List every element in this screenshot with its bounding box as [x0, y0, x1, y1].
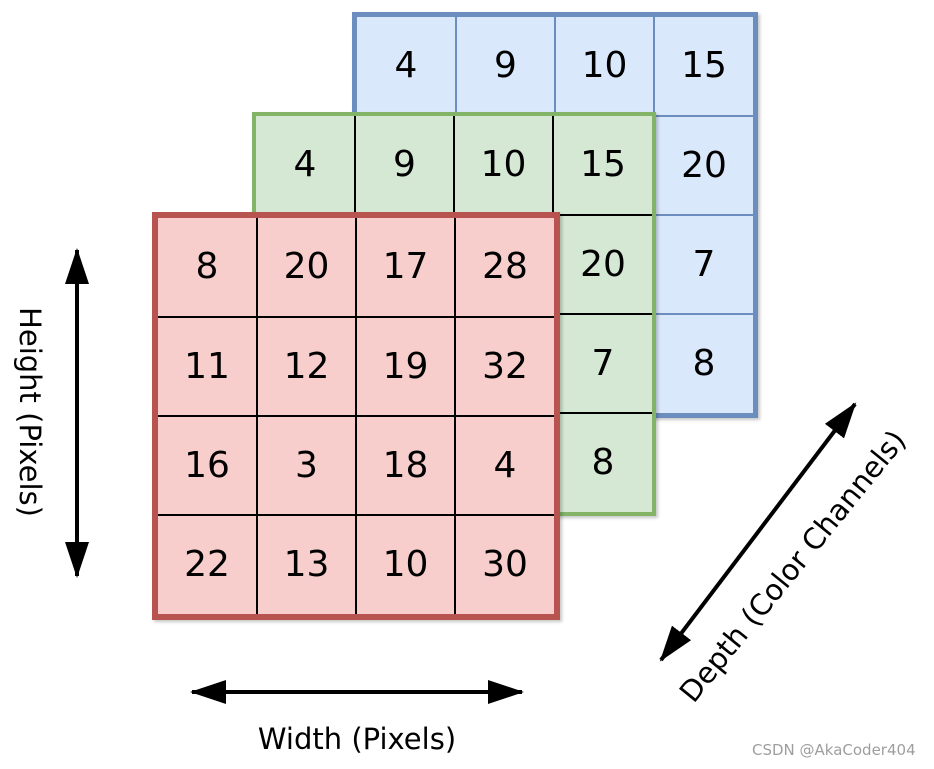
watermark: CSDN @AkaCoder404	[752, 741, 916, 759]
grid-cell: 16	[158, 416, 257, 515]
height-axis-label: Height (Pixels)	[13, 307, 47, 517]
grid-cell: 28	[455, 218, 554, 317]
grid-cell: 18	[356, 416, 455, 515]
grid-cell: 4	[455, 416, 554, 515]
grid-cell: 10	[356, 515, 455, 614]
grid-cell: 8	[654, 314, 753, 413]
grid-cell: 20	[654, 116, 753, 215]
grid-cell: 8	[158, 218, 257, 317]
grid-cell: 13	[257, 515, 356, 614]
grid-cell: 3	[257, 416, 356, 515]
grid-cell: 17	[356, 218, 455, 317]
depth-axis-arrow	[659, 402, 857, 662]
grid-cell: 12	[257, 317, 356, 416]
grid-cell: 15	[553, 116, 652, 215]
grid-cell: 22	[158, 515, 257, 614]
grid-cell: 30	[455, 515, 554, 614]
grid-cell: 9	[456, 17, 555, 116]
grid-cell: 11	[158, 317, 257, 416]
grid-cell: 19	[356, 317, 455, 416]
grid-cell: 10	[454, 116, 553, 215]
grid-cell: 4	[357, 17, 456, 116]
grid-cell: 20	[257, 218, 356, 317]
grid-cell: 15	[654, 17, 753, 116]
grid-cell: 9	[355, 116, 454, 215]
width-axis-label: Width (Pixels)	[257, 722, 457, 756]
grid-cell: 32	[455, 317, 554, 416]
grid-cell: 7	[553, 314, 652, 413]
